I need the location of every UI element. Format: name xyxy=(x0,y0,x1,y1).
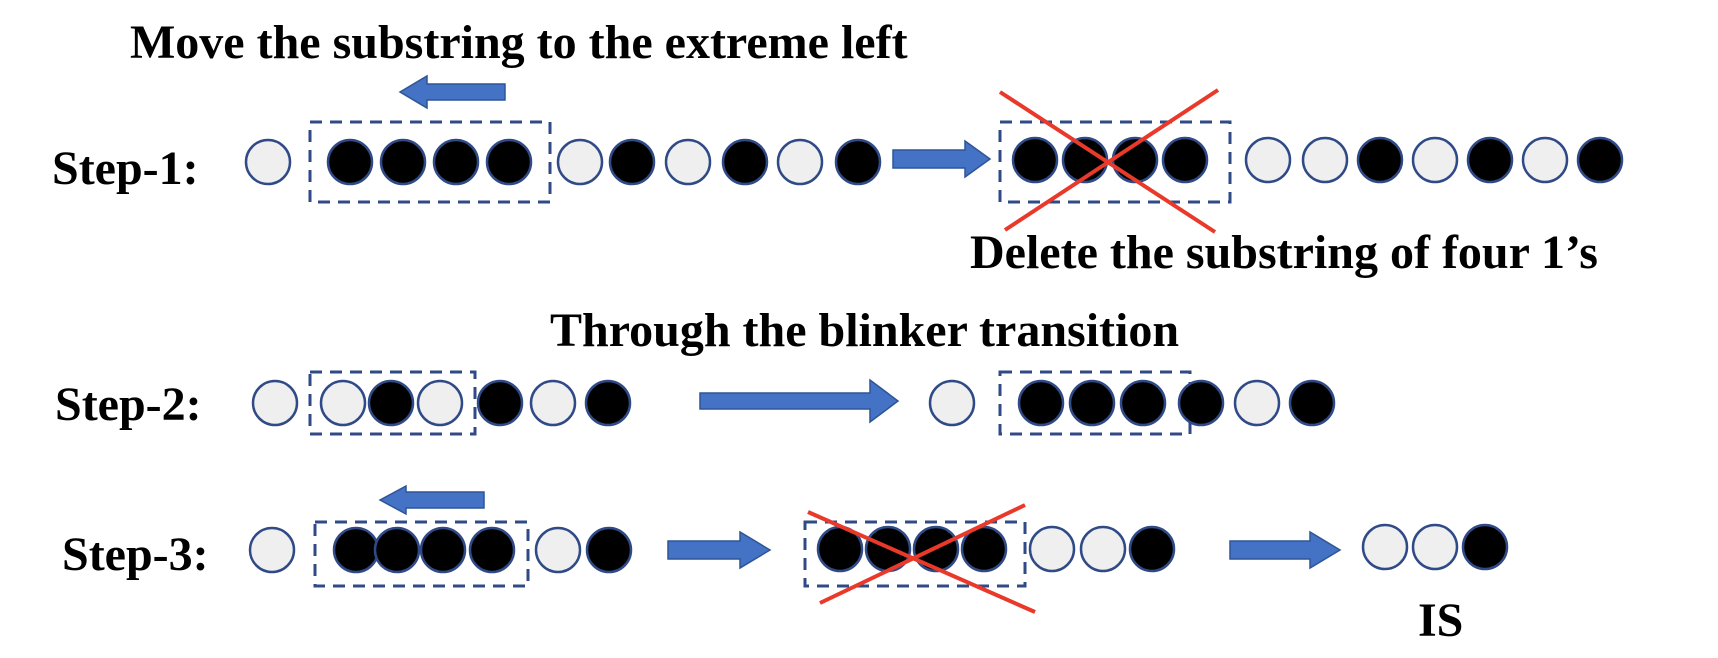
bead-one xyxy=(1461,523,1509,571)
bead-one xyxy=(585,526,633,574)
blinker-transition-arrow xyxy=(699,378,900,424)
step-2-label: Step-2: xyxy=(55,378,202,431)
bead-one xyxy=(476,379,524,427)
step-1-label: Step-1: xyxy=(52,142,199,195)
bead-zero xyxy=(928,379,976,427)
bead-zero xyxy=(1233,379,1281,427)
bead-one xyxy=(419,526,467,574)
bead-zero xyxy=(1244,136,1292,184)
delete-cross-line-step-3-b xyxy=(819,503,1026,605)
bead-one xyxy=(960,525,1008,573)
bead-zero xyxy=(1411,136,1459,184)
bead-one xyxy=(1017,379,1065,427)
caption-delete-substring: Delete the substring of four 1’s xyxy=(970,226,1598,279)
bead-one xyxy=(1288,379,1336,427)
bead-one xyxy=(379,138,427,186)
bead-zero xyxy=(1079,525,1127,573)
bead-one xyxy=(1128,525,1176,573)
bead-zero xyxy=(248,526,296,574)
delete-cross-line-step-3-a xyxy=(807,510,1036,614)
bead-one xyxy=(1576,136,1624,184)
bead-one xyxy=(332,526,380,574)
bead-zero xyxy=(244,138,292,186)
bead-zero xyxy=(319,379,367,427)
transition-arrow-step-3-a xyxy=(667,530,772,570)
bead-zero xyxy=(1411,523,1459,571)
move-left-arrow-step-1 xyxy=(398,74,506,110)
string-step-1-before xyxy=(244,138,882,186)
move-left-arrow-step-3 xyxy=(378,484,485,516)
caption-is: IS xyxy=(1418,594,1463,647)
bead-one xyxy=(1011,136,1059,184)
string-step-3-before xyxy=(248,526,633,574)
step-3-label: Step-3: xyxy=(62,528,209,581)
bead-one xyxy=(1119,379,1167,427)
string-step-2-after xyxy=(928,379,1336,427)
bead-one xyxy=(432,138,480,186)
bead-zero xyxy=(534,526,582,574)
bead-one xyxy=(584,379,632,427)
transition-arrow-step-1 xyxy=(892,139,992,179)
bead-zero xyxy=(529,379,577,427)
bead-one xyxy=(367,379,415,427)
substring-box-step-3-middle xyxy=(803,520,1027,588)
bead-one xyxy=(1068,379,1116,427)
bead-zero xyxy=(556,138,604,186)
bead-one xyxy=(721,138,769,186)
bead-one xyxy=(1356,136,1404,184)
transition-arrow-step-3-b xyxy=(1229,530,1342,570)
bead-zero xyxy=(251,379,299,427)
string-step-3-after xyxy=(1361,523,1509,571)
bead-zero xyxy=(664,138,712,186)
substring-box-step-1-before xyxy=(308,120,552,204)
bead-one xyxy=(326,138,374,186)
bead-one xyxy=(834,138,882,186)
substring-box-step-3-before xyxy=(313,520,530,588)
bead-one xyxy=(608,138,656,186)
bead-zero xyxy=(1521,136,1569,184)
bead-zero xyxy=(776,138,824,186)
delete-cross-line-step-1-b xyxy=(1003,88,1220,232)
bead-zero xyxy=(416,379,464,427)
substring-box-step-2-before xyxy=(308,370,477,436)
bead-one xyxy=(1466,136,1514,184)
bead-one xyxy=(1177,379,1225,427)
caption-move-left: Move the substring to the extreme left xyxy=(130,16,908,69)
substring-box-step-1-after xyxy=(998,120,1232,204)
caption-blinker-transition: Through the blinker transition xyxy=(550,304,1179,357)
bead-zero xyxy=(1301,136,1349,184)
bead-one xyxy=(468,526,516,574)
bead-zero xyxy=(1028,525,1076,573)
string-step-3-middle xyxy=(816,525,1176,573)
bead-one xyxy=(1161,136,1209,184)
bead-zero xyxy=(1361,523,1409,571)
string-step-2-before xyxy=(251,379,632,427)
bead-one xyxy=(373,526,421,574)
bead-one xyxy=(485,138,533,186)
